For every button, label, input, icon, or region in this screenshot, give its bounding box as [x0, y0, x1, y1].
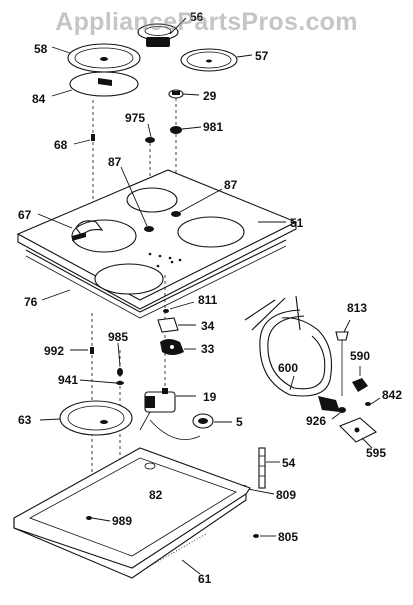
leader-989 — [91, 517, 111, 522]
label-61: 61 — [198, 572, 212, 586]
label-68: 68 — [54, 138, 68, 152]
label-595: 595 — [366, 446, 386, 460]
label-51: 51 — [290, 216, 304, 230]
label-63: 63 — [18, 413, 32, 427]
label-992: 992 — [44, 344, 64, 358]
trim-ring-84 — [51, 71, 139, 97]
drip-pan-58 — [51, 43, 141, 73]
label-600: 600 — [278, 361, 298, 375]
label-87-right: 87 — [224, 178, 238, 192]
label-5: 5 — [236, 415, 243, 429]
label-57: 57 — [255, 49, 269, 63]
label-67: 67 — [18, 208, 32, 222]
surface-element-56 — [137, 17, 187, 47]
label-813: 813 — [347, 301, 367, 315]
label-926: 926 — [306, 414, 326, 428]
burner-box-61 — [13, 447, 251, 579]
clip-67 — [37, 213, 104, 241]
label-809: 809 — [276, 488, 296, 502]
wire-harness-600 — [244, 295, 340, 412]
label-29: 29 — [203, 89, 217, 103]
infinite-switch-19 — [139, 388, 196, 431]
label-19: 19 — [203, 390, 217, 404]
label-54: 54 — [282, 456, 296, 470]
label-975: 975 — [125, 111, 145, 125]
label-76: 76 — [24, 295, 38, 309]
bracket-assembly-34-33 — [157, 275, 196, 395]
strip-54 — [258, 447, 280, 489]
reflector-63 — [39, 400, 133, 436]
label-33: 33 — [201, 342, 215, 356]
receptacle-29 — [168, 89, 200, 99]
label-941: 941 — [58, 373, 78, 387]
label-84: 84 — [32, 92, 46, 106]
label-87-left: 87 — [108, 155, 122, 169]
label-805: 805 — [278, 530, 298, 544]
hardware-813-590-842-926-595 — [331, 319, 381, 449]
label-56: 56 — [190, 10, 204, 24]
frame-76 — [25, 239, 287, 319]
label-989: 989 — [112, 514, 132, 528]
label-842: 842 — [382, 388, 402, 402]
label-34: 34 — [201, 319, 215, 333]
label-981: 981 — [203, 120, 223, 134]
label-811: 811 — [198, 293, 218, 307]
drip-pan-57 — [180, 48, 253, 72]
label-82: 82 — [149, 488, 163, 502]
label-58: 58 — [34, 42, 48, 56]
label-985: 985 — [108, 330, 128, 344]
label-590: 590 — [350, 349, 370, 363]
cooktop-51 — [16, 166, 298, 310]
knob-5 — [149, 413, 232, 440]
